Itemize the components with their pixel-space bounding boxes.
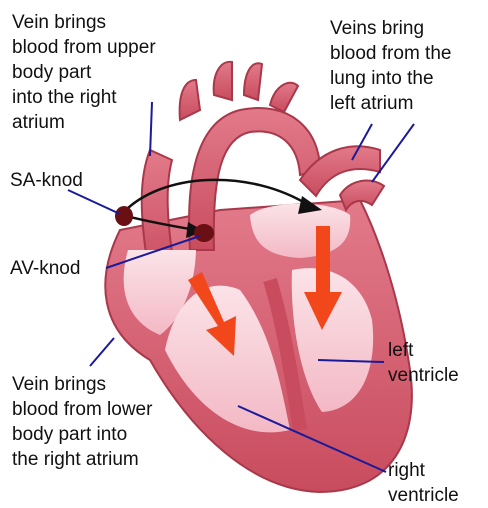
sa-node <box>115 206 133 226</box>
label-left-ventricle: left ventricle <box>388 338 459 388</box>
label-lung-veins: Veins bring blood from the lung into the… <box>330 16 451 116</box>
pointer-lower-vein <box>90 338 114 366</box>
label-lower-vein: Vein brings blood from lower body part i… <box>12 372 152 472</box>
label-av-node: AV-knod <box>10 256 80 281</box>
label-sa-node: SA-knod <box>10 168 83 193</box>
label-upper-vein: Vein brings blood from upper body part i… <box>12 10 156 135</box>
av-node <box>194 224 214 242</box>
pointer-sa-node <box>68 190 120 214</box>
label-right-ventricle: right ventricle <box>388 458 459 508</box>
